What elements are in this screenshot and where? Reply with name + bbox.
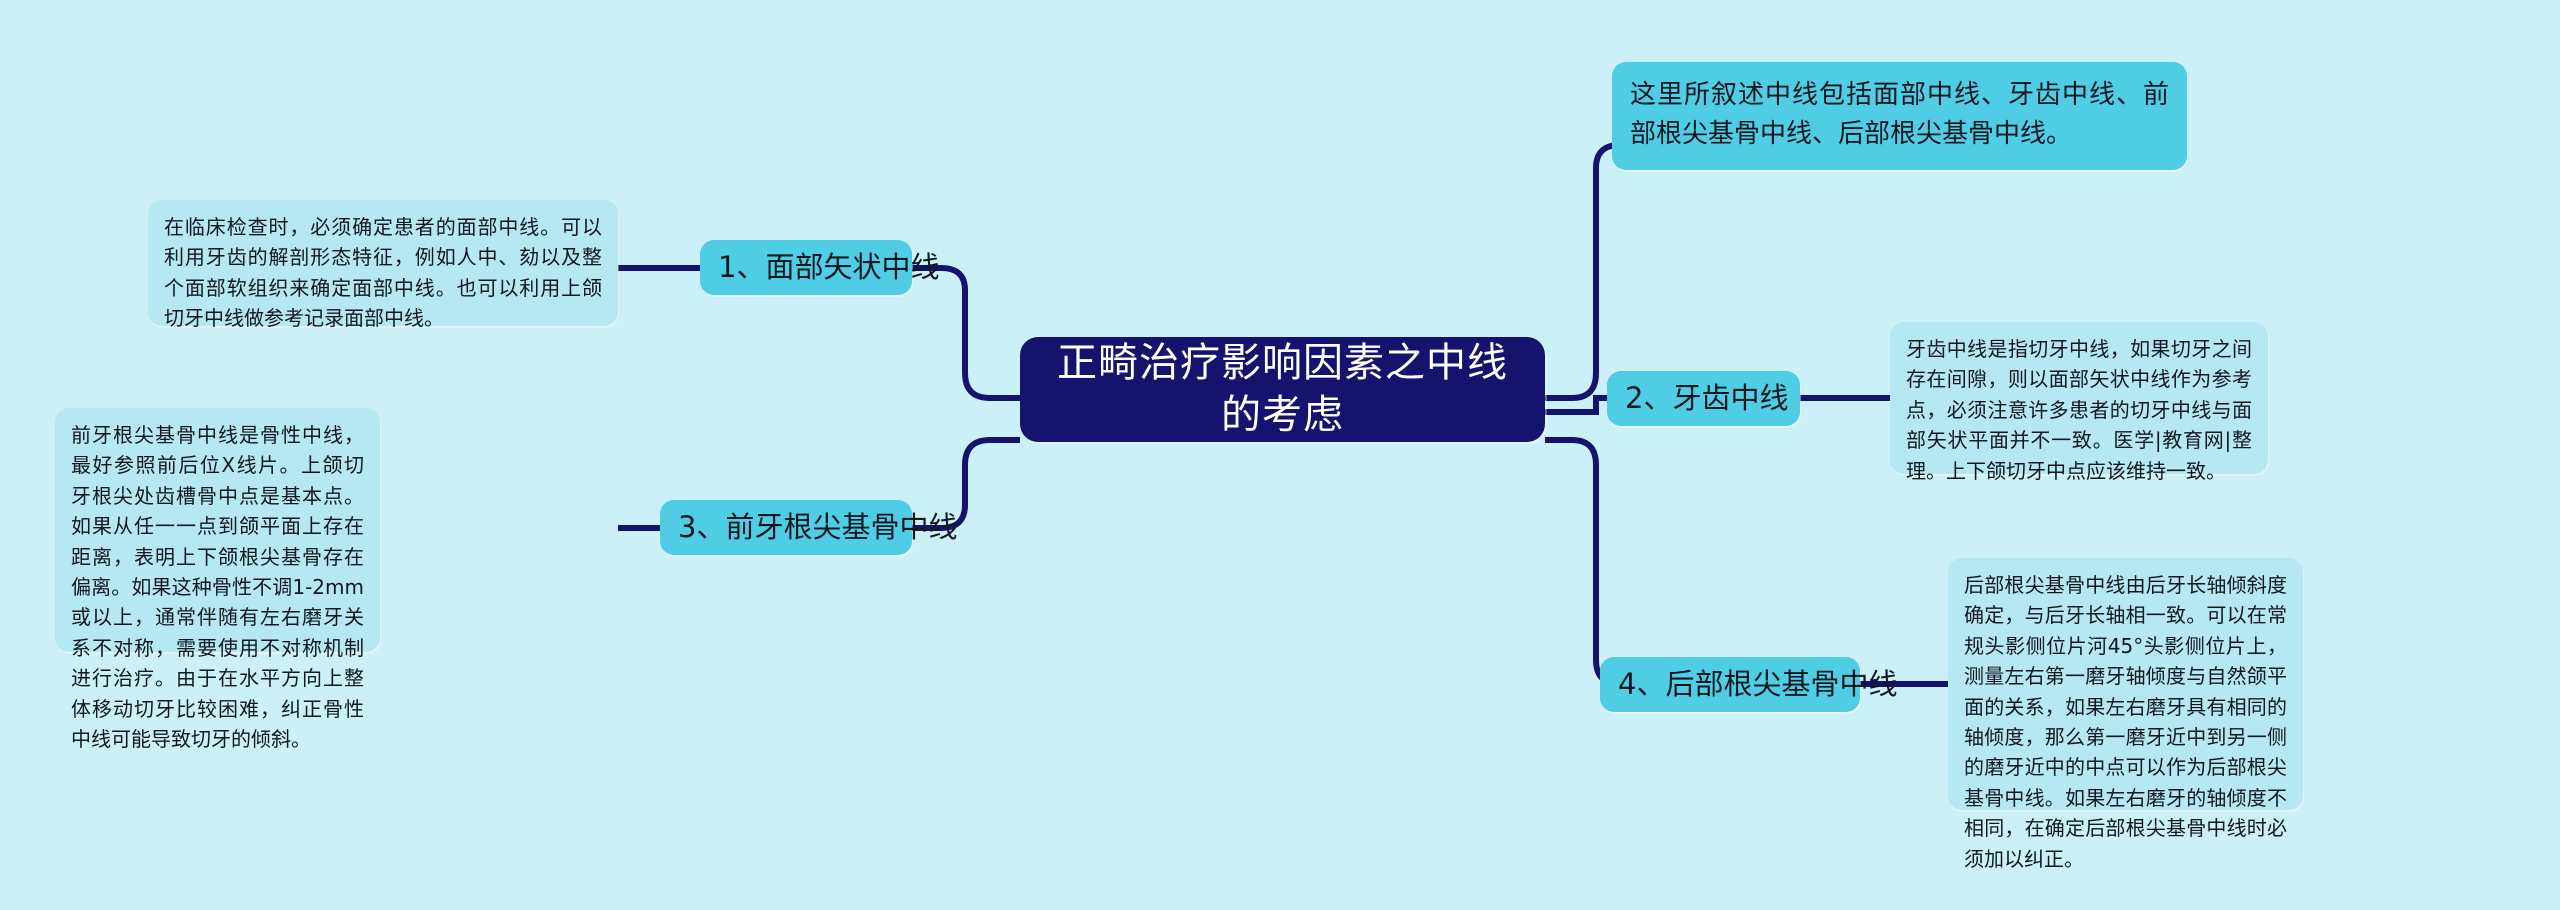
- leaf-node-1-detail[interactable]: 在临床检查时，必须确定患者的面部中线。可以利用牙齿的解剖形态特征，例如人中、劾以…: [148, 200, 618, 330]
- leaf-node-4-detail[interactable]: 后部根尖基骨中线由后牙长轴倾斜度确定，与后牙长轴相一致。可以在常规头影侧位片河4…: [1948, 558, 2303, 871]
- edge-root-branch-overview: [1545, 142, 1621, 401]
- root-title: 正畸治疗影响因素之中线的考虑: [1057, 340, 1508, 438]
- root-node[interactable]: 正畸治疗影响因素之中线的考虑: [1020, 337, 1545, 442]
- branch-node-4[interactable]: 4、后部根尖基骨中线: [1600, 657, 1897, 712]
- branch-node-overview[interactable]: 这里所叙述中线包括面部中线、牙齿中线、前部根尖基骨中线、后部根尖基骨中线。: [1612, 62, 2187, 170]
- edge-root-branch-2: [1545, 395, 1610, 415]
- leaf-node-4-text: 后部根尖基骨中线由后牙长轴倾斜度确定，与后牙长轴相一致。可以在常规头影侧位片河4…: [1964, 573, 2287, 871]
- branch-node-2-label: 2、牙齿中线: [1625, 381, 1789, 416]
- leaf-node-1-text: 在临床检查时，必须确定患者的面部中线。可以利用牙齿的解剖形态特征，例如人中、劾以…: [164, 215, 602, 331]
- branch-node-3[interactable]: 3、前牙根尖基骨中线: [660, 500, 957, 555]
- leaf-node-3-text: 前牙根尖基骨中线是骨性中线，最好参照前后位X线片。上颌切牙根尖处齿槽骨中点是基本…: [71, 423, 364, 751]
- leaf-node-2-text: 牙齿中线是指切牙中线，如果切牙之间存在间隙，则以面部矢状中线作为参考点，必须注意…: [1906, 337, 2252, 483]
- branch-node-1[interactable]: 1、面部矢状中线: [700, 240, 939, 295]
- branch-node-overview-label: 这里所叙述中线包括面部中线、牙齿中线、前部根尖基骨中线、后部根尖基骨中线。: [1630, 80, 2169, 149]
- edge-root-branch-4: [1545, 437, 1621, 687]
- leaf-node-2-detail[interactable]: 牙齿中线是指切牙中线，如果切牙之间存在间隙，则以面部矢状中线作为参考点，必须注意…: [1890, 322, 2268, 483]
- branch-node-2[interactable]: 2、牙齿中线: [1607, 371, 1800, 426]
- branch-node-3-label: 3、前牙根尖基骨中线: [678, 510, 958, 545]
- leaf-node-3-detail[interactable]: 前牙根尖基骨中线是骨性中线，最好参照前后位X线片。上颌切牙根尖处齿槽骨中点是基本…: [55, 408, 380, 751]
- branch-node-1-label: 1、面部矢状中线: [718, 250, 940, 285]
- branch-node-4-label: 4、后部根尖基骨中线: [1618, 667, 1898, 702]
- edge-root-branch-1: [912, 265, 1020, 401]
